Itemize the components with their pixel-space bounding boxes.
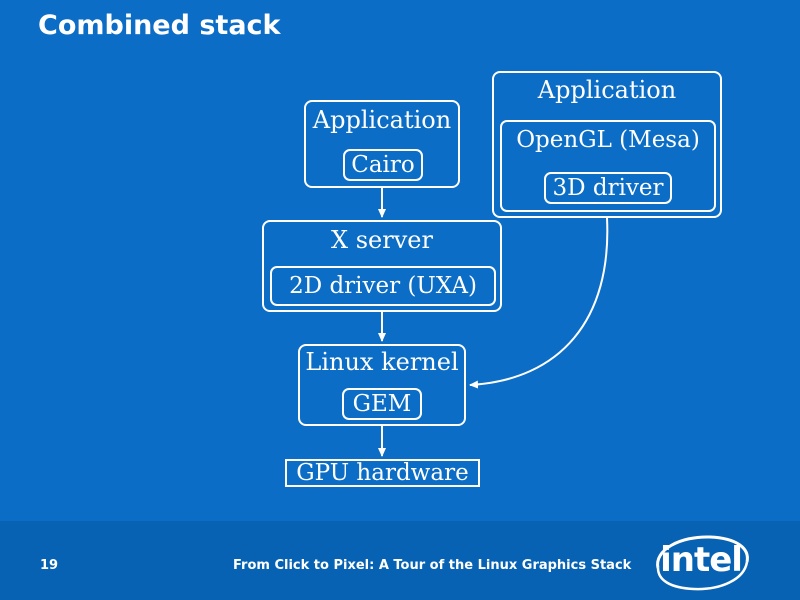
x-server-box: X server 2D driver (UXA): [262, 220, 502, 312]
cairo-label: Cairo: [351, 152, 415, 178]
2d-driver-label: 2D driver (UXA): [289, 273, 477, 299]
opengl-mesa-label: OpenGL (Mesa): [516, 127, 700, 153]
slide-title: Combined stack: [38, 10, 281, 41]
intel-logo: intel: [650, 532, 752, 594]
intel-logo-text: intel: [660, 540, 743, 580]
3d-driver-box: 3D driver: [544, 172, 672, 204]
3d-driver-label: 3D driver: [552, 175, 664, 201]
application-3d-label: Application: [537, 76, 677, 104]
linux-kernel-box: Linux kernel GEM: [298, 344, 466, 426]
opengl-mesa-box: OpenGL (Mesa) 3D driver: [500, 120, 716, 212]
cairo-box: Cairo: [343, 149, 423, 181]
footer-bar: [0, 521, 800, 600]
application-2d-label: Application: [312, 106, 452, 134]
intel-logo-swirl: [656, 535, 749, 591]
2d-driver-box: 2D driver (UXA): [270, 266, 496, 306]
x-server-label: X server: [331, 226, 433, 254]
application-2d-box: Application Cairo: [304, 100, 460, 188]
gem-label: GEM: [352, 391, 412, 417]
application-3d-box: Application OpenGL (Mesa) 3D driver: [492, 71, 722, 218]
gpu-hardware-box: GPU hardware: [285, 459, 480, 487]
gpu-hardware-label: GPU hardware: [296, 460, 469, 486]
linux-kernel-label: Linux kernel: [305, 348, 459, 376]
gem-box: GEM: [342, 388, 422, 420]
page-number: 19: [40, 558, 59, 573]
footer-title: From Click to Pixel: A Tour of the Linux…: [233, 558, 632, 573]
